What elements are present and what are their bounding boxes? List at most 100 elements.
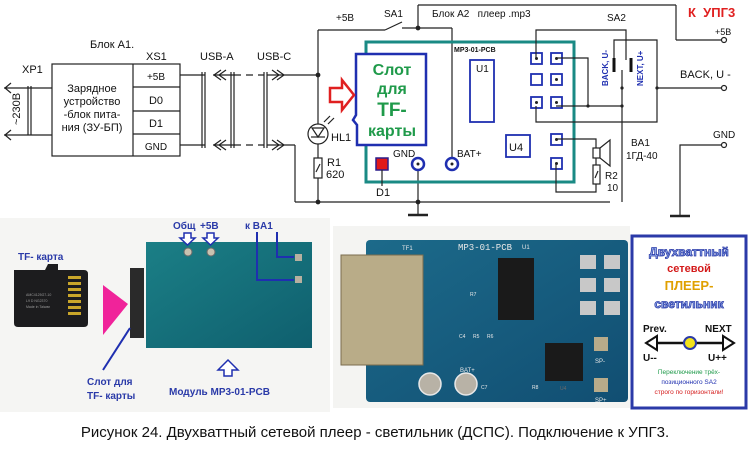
next-label: NEXT, U+ <box>636 50 645 86</box>
r1-label: R1 <box>327 157 341 169</box>
block-a1-box <box>51 63 181 157</box>
out-back-label: BACK, U - <box>680 69 731 81</box>
silk-r8: R8 <box>532 385 539 391</box>
legend-line-3: ПЛЕЕР- <box>665 278 714 293</box>
legend-note-2: позиционного SA2 <box>661 379 717 386</box>
usb-c-connector <box>263 69 318 151</box>
gnd-pad-label: GND <box>393 149 415 160</box>
sa1-label: SA1 <box>384 9 403 20</box>
device-line-3: -блок пита- <box>64 109 121 121</box>
d1-label: D1 <box>376 187 390 199</box>
silk-c7: C7 <box>481 385 488 391</box>
arrow-up-icon <box>216 358 240 377</box>
pin-d1: D1 <box>149 118 163 130</box>
r2-label: R2 <box>605 171 618 182</box>
photo-right <box>333 226 630 408</box>
pin-plus5: +5В <box>147 72 165 83</box>
photo-left <box>0 218 330 412</box>
led-hl1 <box>307 115 335 145</box>
insert-arrow-icon <box>103 285 128 335</box>
card-print-3: Made in Taiwan <box>26 305 50 309</box>
usb-c-label: USB-C <box>257 51 291 63</box>
silk-sp-plus: SP+ <box>595 398 607 404</box>
mains-label: ~230В <box>11 93 23 125</box>
silk-r7: R7 <box>470 292 477 298</box>
silk-tf: TF1 <box>402 246 413 252</box>
chip-u4 <box>505 134 531 158</box>
legend-line-1: Двухваттный <box>649 245 729 259</box>
to-upg-label: К УПГ3 <box>688 5 735 20</box>
tf-slot-box <box>351 52 428 147</box>
tf-slot-metal <box>340 254 424 366</box>
device-line-4: ния (ЗУ-БП) <box>62 122 123 134</box>
legend-note-1: Переключение трёх- <box>658 369 720 376</box>
legend-u-plus: U++ <box>708 353 727 364</box>
schematic <box>4 4 728 217</box>
tf-card-label: TF- карта <box>18 252 64 263</box>
hl1-label: HL1 <box>331 132 351 144</box>
plus5-label: +5В <box>336 13 354 24</box>
block-a1-title: Блок A1. <box>90 39 134 51</box>
r1-value: 620 <box>326 169 344 181</box>
xs1-label: XS1 <box>146 51 167 63</box>
card-print-2: L9 D NG2370 <box>26 299 47 303</box>
out-plus5-label: +5В <box>715 27 731 37</box>
plug-label: XP1 <box>22 64 43 76</box>
chip-u1-photo <box>498 258 534 320</box>
silk-u1: U1 <box>522 245 530 251</box>
u4-label: U4 <box>509 142 523 154</box>
legend-line-4: светильник <box>654 297 724 311</box>
ba1-type: 1ГД-40 <box>626 151 658 162</box>
ba1-label: BA1 <box>631 138 650 149</box>
arrow-down-icon <box>201 232 220 247</box>
slot-line-3: TF- <box>377 100 407 121</box>
legend-card <box>630 234 748 410</box>
pin-d0: D0 <box>149 95 163 107</box>
usb-a-connector <box>201 69 235 151</box>
slot-photo-line-1: Слот для <box>87 377 133 388</box>
sa2-label: SA2 <box>607 13 626 24</box>
plug-xp1 <box>4 82 52 141</box>
slot-line-2: для <box>377 81 407 98</box>
chip-u4-photo <box>545 343 583 381</box>
module-photo-label: Модуль MP3-01-PCB <box>169 387 270 398</box>
figure-caption: Рисунок 24. Двухваттный сетевой плеер - … <box>80 424 670 441</box>
d1-led-pad <box>375 157 389 171</box>
back-label: BACK, U- <box>601 50 610 86</box>
slot-line-1: Слот <box>373 62 412 79</box>
silk-sp-minus: SP- <box>595 359 605 365</box>
silk-title: MP3-01-PCB <box>458 243 513 253</box>
switch-sa1 <box>384 21 403 31</box>
legend-line-2: сетевой <box>667 263 711 275</box>
slot-line-4: карты <box>368 123 416 140</box>
switch-sa2 <box>612 58 633 72</box>
device-line-2: устройство <box>64 96 121 108</box>
device-line-1: Зарядное <box>67 83 116 95</box>
common-label: Общ <box>173 220 196 232</box>
out-gnd-label: GND <box>713 130 735 141</box>
microsd-card <box>14 264 88 327</box>
module-name: MP3-01-PCB <box>454 47 496 54</box>
module-board-back <box>146 242 312 348</box>
silk-u4: U4 <box>560 386 567 392</box>
block-a2-label: Блок A2 плеер .mp3 <box>432 9 531 20</box>
chip-u1 <box>469 59 495 123</box>
arrow-right-icon <box>328 76 356 114</box>
switch-knob-icon <box>683 336 697 350</box>
silk-r6: R6 <box>487 334 494 340</box>
legend-prev: Prev. <box>643 324 667 335</box>
plus5-photo-label: +5В <box>200 221 219 232</box>
silk-c4: C4 <box>459 334 466 340</box>
r2-value: 10 <box>607 183 619 194</box>
to-ba1-label: к BA1 <box>245 221 273 232</box>
card-print-1: AMC4125G7-10 <box>26 293 51 297</box>
legend-next: NEXT <box>705 324 732 335</box>
slot-photo-line-2: TF- карты <box>87 391 135 402</box>
arrow-down-icon <box>178 232 197 247</box>
silk-bat: BAT+ <box>460 368 475 374</box>
usb-a-label: USB-A <box>200 51 234 63</box>
bat-pad-label: BAT+ <box>457 149 482 160</box>
u1-label: U1 <box>476 64 489 75</box>
legend-u-minus: U-- <box>643 353 657 364</box>
